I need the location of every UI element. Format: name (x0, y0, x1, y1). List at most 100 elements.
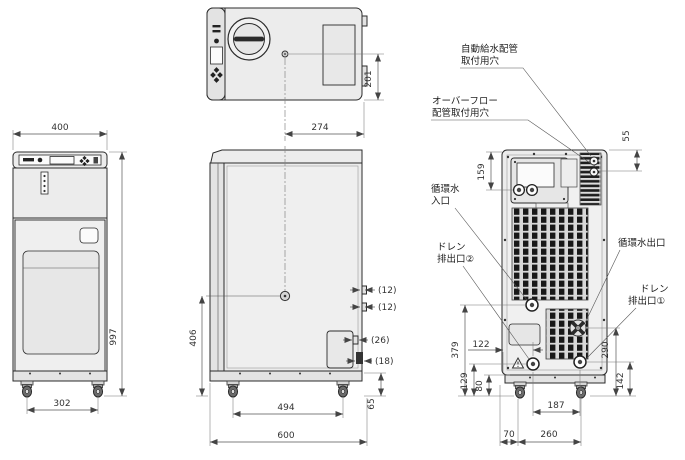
caster (20, 380, 34, 398)
side-drain-fitting (356, 352, 363, 364)
rear-edge-screws (503, 152, 606, 370)
side-small-door (326, 330, 354, 369)
dim-rear-inlet-height: 379 (451, 304, 525, 397)
label-auto-supply-line2: 取付用穴 (461, 55, 500, 67)
dim-text-rear-outlet-height: 290 (601, 341, 611, 358)
dim-text-side-offset-b: (12) (378, 303, 396, 313)
tank-lid-handle (234, 36, 264, 42)
circulating-water-outlet-valve (569, 319, 587, 337)
leader-inlet (454, 207, 528, 301)
label-drain2-line2: 排出口② (437, 253, 474, 265)
dim-rear-drain1-height: 142 (587, 361, 634, 396)
caster (513, 381, 527, 399)
front-base (12, 370, 108, 382)
front-door-recess (22, 250, 100, 355)
dim-rear-bottom-offsets: 70 260 (499, 385, 582, 446)
front-level-gauge (40, 171, 49, 195)
caster (336, 380, 350, 398)
dim-top-depth: 201 (289, 53, 384, 101)
dim-side-offset-b: (12) (350, 303, 396, 313)
dim-text-rear-drain1-height: 142 (616, 372, 626, 389)
dim-text-side-caster-height: 65 (367, 398, 377, 409)
dim-front-caster-span: 302 (26, 398, 99, 414)
dim-text-rear-hole-top: 55 (622, 130, 632, 141)
dim-text-side-offset-d: (18) (375, 357, 393, 367)
dim-text-rear-base-height: 80 (475, 380, 485, 392)
label-drain1-line1: ドレン (640, 284, 669, 295)
dim-text-top-depth: 201 (364, 70, 374, 87)
side-base-screws (239, 372, 331, 375)
rear-terminal-window (516, 162, 555, 188)
label-auto-supply: 自動給水配管 取付用穴 (460, 43, 592, 157)
dim-text-front-caster-span: 302 (53, 399, 70, 409)
gauge-dots (43, 174, 46, 193)
leader-auto-supply (460, 67, 592, 157)
dim-side-offset-a: (12) (350, 286, 396, 296)
label-drain2-line1: ドレン (437, 242, 466, 253)
top-rear-tab-2 (361, 65, 368, 87)
side-front-strip (209, 162, 225, 372)
dim-side-caster-span: 494 (232, 398, 344, 418)
leader-outlet (584, 249, 621, 324)
side-base (209, 370, 363, 382)
rear-condenser-grille (511, 207, 589, 301)
cable-gland-ports (512, 183, 539, 197)
dim-text-front-width: 400 (51, 123, 68, 133)
label-overflow-line1: オーバーフロー (432, 96, 498, 107)
front-view: 400 997 302 (12, 123, 127, 414)
dim-rear-panel-top: 159 (477, 151, 513, 191)
dim-rear-drain2-height: 129 (460, 363, 526, 396)
top-rear-tab-1 (361, 15, 368, 27)
dim-text-side-caster-span: 494 (277, 403, 294, 413)
dim-text-rear-port-offset: 122 (472, 340, 489, 350)
rear-top-vent (579, 152, 602, 206)
dim-rear-port-span: 187 (532, 370, 581, 416)
dim-text-rear-left-offset: 70 (503, 430, 515, 440)
caster (91, 380, 105, 398)
front-base-screws (29, 372, 91, 375)
dim-text-rear-panel-top: 159 (477, 163, 487, 180)
dim-text-top-hole-offset: 274 (311, 123, 328, 133)
label-inlet: 循環水 入口 (431, 183, 528, 301)
dim-side-offset-c: (26) (343, 336, 389, 346)
dim-text-rear-port-span: 187 (547, 401, 564, 411)
rear-base (504, 374, 606, 384)
top-access-panel (322, 24, 356, 86)
label-outlet: 循環水出口 (584, 237, 666, 324)
side-view: 406 (12) (12) (26) (18) 65 (189, 146, 396, 446)
dim-text-rear-inlet-height: 379 (451, 341, 461, 358)
label-overflow: オーバーフロー 配管取付用穴 (431, 96, 597, 168)
front-control-widgets (23, 155, 98, 167)
dim-text-side-offset-c: (26) (371, 336, 389, 346)
dim-rear-hole-top: 55 (599, 130, 642, 172)
dim-side-depth: 600 (209, 383, 368, 446)
dim-text-rear-right-span: 260 (540, 430, 557, 440)
label-drain1-line2: 排出口① (628, 295, 665, 307)
rear-small-panel (508, 323, 541, 346)
label-inlet-line1: 循環水 (431, 183, 460, 195)
label-inlet-line2: 入口 (431, 196, 450, 207)
dim-text-front-height: 997 (109, 328, 119, 345)
label-drain2: ドレン 排出口② (437, 242, 530, 360)
dim-text-side-offset-a: (12) (378, 286, 396, 296)
dim-side-caster-height: 65 (364, 372, 386, 410)
dim-side-offset-d: (18) (346, 357, 393, 367)
label-overflow-line2: 配管取付用穴 (432, 107, 490, 119)
label-outlet-text: 循環水出口 (618, 237, 666, 249)
leader-drain2 (462, 265, 530, 360)
rear-lower-grille (545, 308, 589, 360)
rear-view: 55 159 379 122 129 (431, 43, 669, 446)
leader-drain1 (585, 307, 637, 360)
rear-top-panel (560, 158, 578, 188)
dim-front-height: 997 (104, 151, 127, 397)
dim-text-rear-drain2-height: 129 (460, 372, 470, 389)
dim-text-side-depth: 600 (277, 431, 294, 441)
label-drain1: ドレン 排出口① (585, 284, 669, 360)
dim-side-hole-height: 406 (189, 296, 208, 397)
caster (226, 380, 240, 398)
front-display (49, 156, 75, 165)
side-door-tab (352, 335, 359, 345)
top-view: 201 274 (206, 7, 384, 141)
